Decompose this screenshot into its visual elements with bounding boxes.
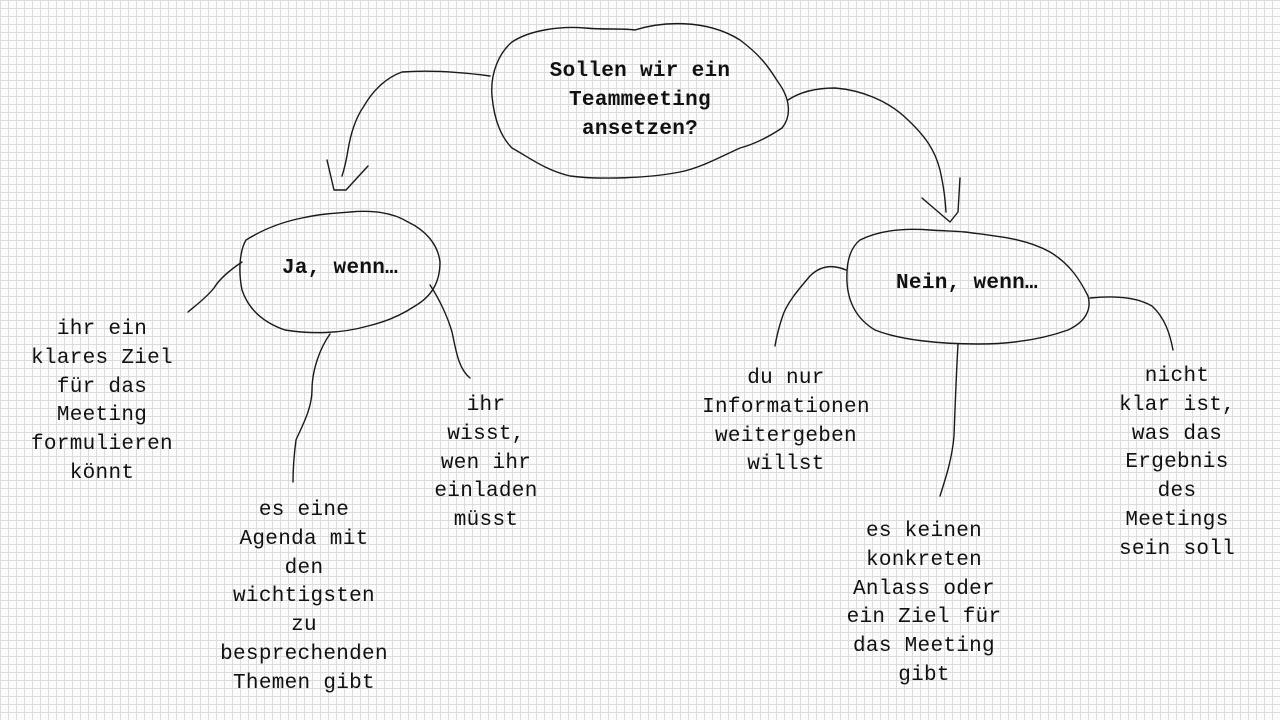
yes-item-3: ihr wisst, wen ihr einladen müsst — [434, 394, 538, 533]
line-yes-item-2 — [292, 333, 331, 483]
line-yes-item-3 — [429, 284, 471, 379]
yes-item-2: es eine Agenda mit den wichtigsten zu be… — [220, 499, 388, 695]
root-question: Sollen wir ein Teammeeting ansetzen? — [549, 60, 731, 141]
no-item-1: du nur Informationen weitergeben willst — [702, 367, 870, 477]
yes-item-1: ihr ein klares Ziel für das Meeting form… — [31, 318, 173, 485]
line-no-item-2 — [939, 343, 959, 497]
arrow-root-to-yes — [341, 70, 491, 177]
no-item-2: es keinen konkreten Anlass oder ein Ziel… — [846, 520, 1002, 687]
line-no-item-1 — [774, 265, 847, 347]
root-cloud-shape — [491, 22, 789, 179]
arrowhead-yes — [326, 159, 369, 191]
yes-cloud-shape — [239, 210, 441, 334]
line-yes-item-1 — [187, 261, 243, 313]
no-branch-title: Nein, wenn… — [896, 272, 1038, 295]
line-no-item-3 — [1089, 296, 1174, 351]
arrowhead-no — [921, 177, 961, 223]
yes-branch-title: Ja, wenn… — [281, 257, 399, 280]
arrow-root-to-no — [787, 87, 947, 213]
no-item-3: nicht klar ist, was das Ergebnis des Mee… — [1118, 365, 1236, 561]
no-cloud-shape — [846, 228, 1090, 345]
